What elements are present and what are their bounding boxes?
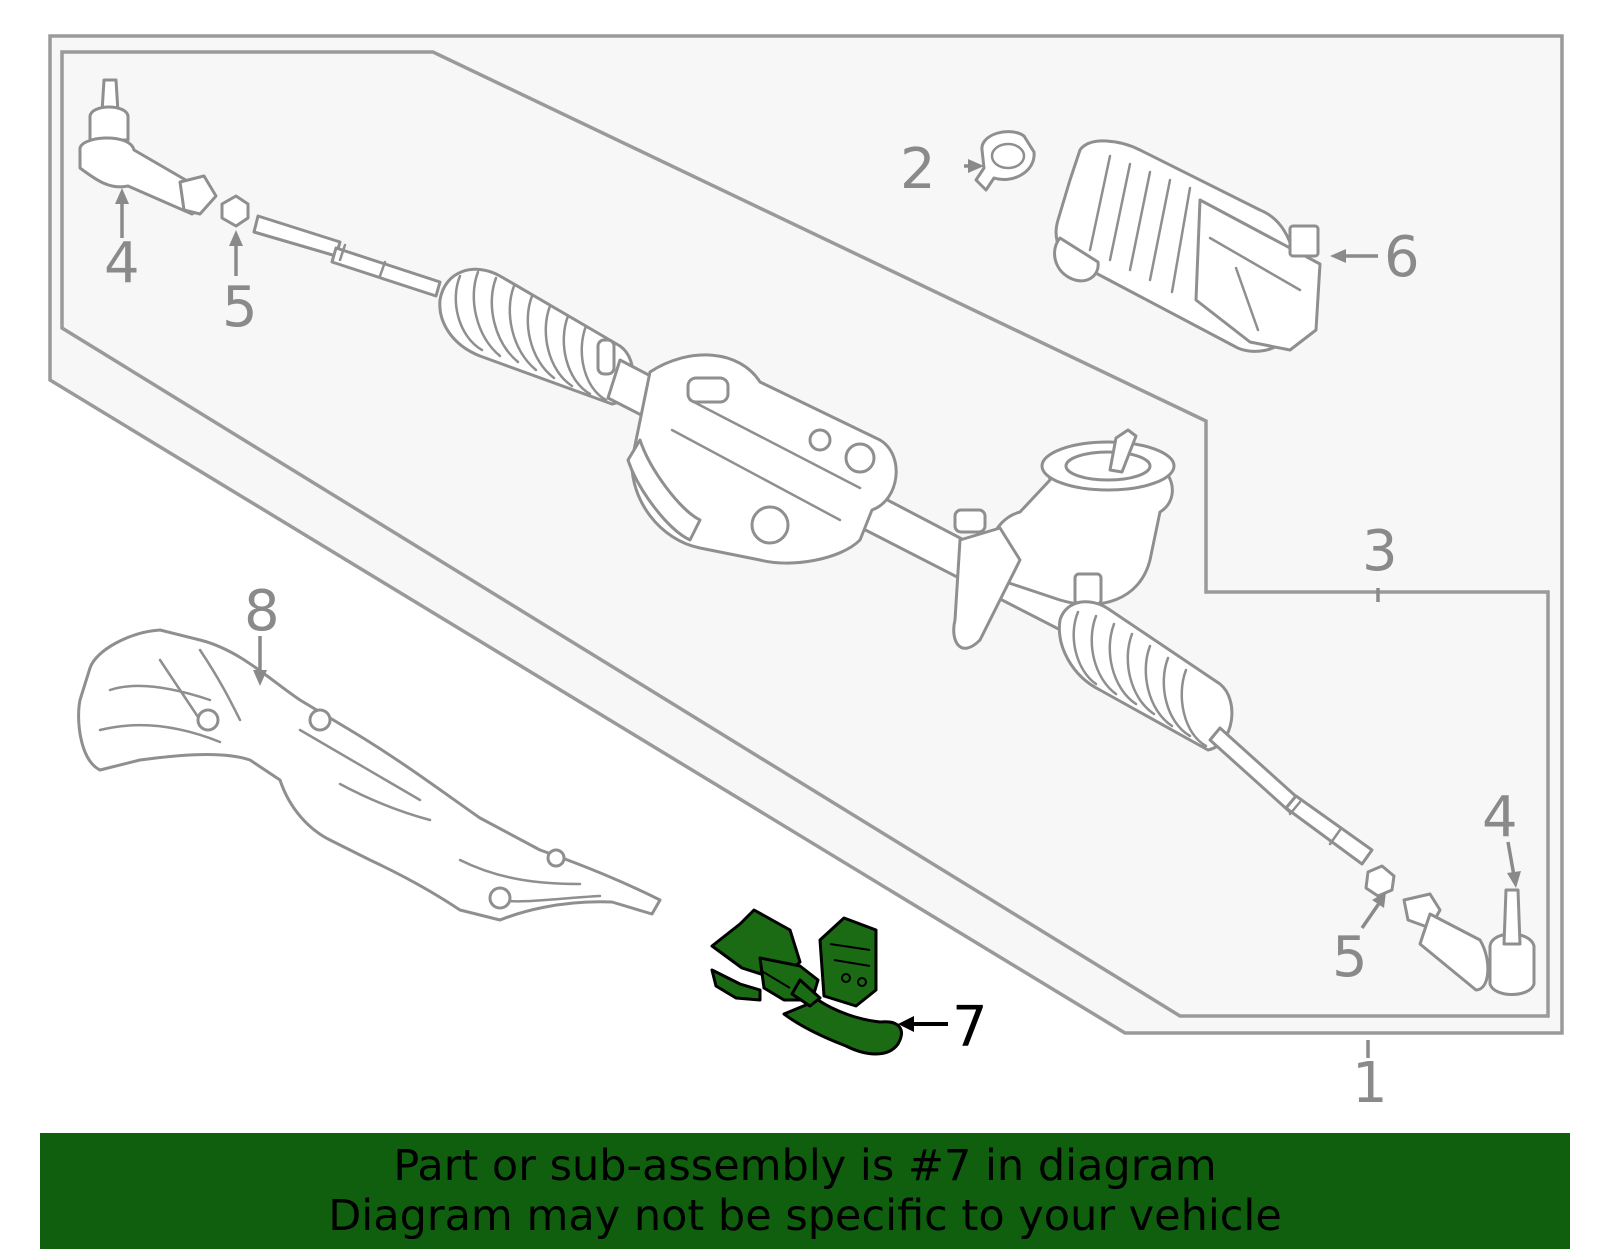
clamp <box>974 130 1036 192</box>
callout-4-right: 4 <box>1482 785 1518 850</box>
callout-1: 1 <box>1352 1051 1388 1116</box>
callout-8: 8 <box>244 579 280 644</box>
highlighted-part-7-details <box>759 943 871 989</box>
nut-left <box>220 194 250 228</box>
banner-line-1: Part or sub-assembly is #7 in diagram <box>393 1141 1217 1191</box>
callout-5-left: 5 <box>222 275 258 340</box>
callout-4-left: 4 <box>104 231 140 296</box>
tie-rod-end-right <box>1402 888 1536 996</box>
info-banner: Part or sub-assembly is #7 in diagram Di… <box>40 1133 1570 1249</box>
tie-rod-end-left <box>78 78 218 216</box>
steering-rack <box>252 214 1374 866</box>
callout-7: 7 <box>952 995 988 1060</box>
callout-3: 3 <box>1362 519 1398 584</box>
heat-shield <box>77 628 662 922</box>
banner-line-2: Diagram may not be specific to your vehi… <box>328 1191 1282 1241</box>
callout-6: 6 <box>1384 225 1420 290</box>
motor <box>1053 139 1322 353</box>
callout-5-right: 5 <box>1332 925 1368 990</box>
callout-2: 2 <box>900 137 936 202</box>
leader-lines <box>115 159 1521 1058</box>
highlighted-part-7 <box>710 908 903 1056</box>
nut-right <box>1364 864 1396 898</box>
